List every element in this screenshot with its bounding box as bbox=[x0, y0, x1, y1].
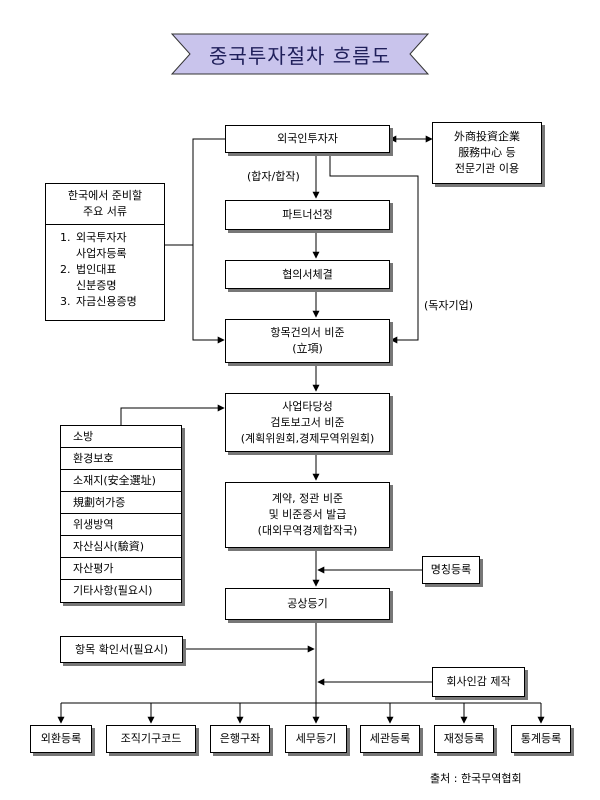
node-partner-selection: 파트너선정 bbox=[225, 200, 390, 230]
permit-item: 소재지(安全選址) bbox=[61, 470, 181, 492]
source-credit: 출처 : 한국무역협회 bbox=[430, 772, 522, 785]
permit-item: 환경보호 bbox=[61, 448, 181, 470]
permit-item: 規劃허가증 bbox=[61, 492, 181, 514]
permits-list: 소방 환경보호 소재지(安全選址) 規劃허가증 위생방역 자산심사(驗資) 자산… bbox=[60, 425, 182, 603]
final-step-org-code: 조직기구코드 bbox=[106, 725, 196, 753]
node-company-seal: 회사인감 제작 bbox=[432, 667, 525, 697]
label-joint-venture: (합자/합작) bbox=[247, 170, 300, 183]
document-number: 2. bbox=[60, 263, 71, 276]
page-title: 중국투자절차 흐름도 bbox=[209, 43, 391, 68]
final-step-foreign-exchange: 외환등록 bbox=[30, 725, 92, 753]
final-step-customs-registration: 세관등록 bbox=[360, 725, 420, 753]
documents-header: 한국에서 준비할 주요 서류 bbox=[45, 183, 165, 225]
node-feasibility-approval: 사업타당성 검토보고서 비준 (계획위원회,경제무역위원회) bbox=[225, 393, 390, 452]
title-banner: 중국투자절차 흐름도 bbox=[0, 0, 600, 100]
node-business-registration: 공상등기 bbox=[225, 588, 390, 620]
document-item: 1. 외국투자자 사업자등록 bbox=[60, 230, 164, 262]
document-text: 자금신용증명 bbox=[76, 295, 137, 308]
document-item: 2. 법인대표 신분증명 bbox=[60, 262, 164, 294]
node-name-registration: 명칭등록 bbox=[422, 556, 480, 584]
permit-item: 소방 bbox=[61, 426, 181, 448]
node-contract-approval: 계약, 정관 비준 및 비준증서 발급 (대외무역경제합작국) bbox=[225, 482, 390, 548]
document-item: 3. 자금신용증명 bbox=[60, 294, 164, 310]
node-agreement: 협의서체결 bbox=[225, 260, 390, 289]
document-text: 법인대표 신분증명 bbox=[76, 263, 117, 292]
node-service-center: 外商投資企業 服務中心 등 전문기관 이용 bbox=[432, 122, 542, 184]
document-number: 3. bbox=[60, 295, 71, 308]
document-text: 외국투자자 사업자등록 bbox=[76, 231, 127, 260]
node-project-approval: 항목건의서 비준 (立項) bbox=[225, 319, 390, 363]
permit-item: 자산심사(驗資) bbox=[61, 536, 181, 558]
permit-item: 자산평가 bbox=[61, 558, 181, 580]
final-step-tax-registration: 세무등기 bbox=[285, 725, 347, 753]
permit-item: 기타사항(필요시) bbox=[73, 584, 153, 597]
permit-item: 위생방역 bbox=[61, 514, 181, 536]
label-sole-enterprise: (독자기업) bbox=[424, 299, 474, 312]
title-ribbon bbox=[170, 33, 430, 75]
documents-list: 1. 외국투자자 사업자등록 2. 법인대표 신분증명 3. 자금신용증명 bbox=[45, 225, 165, 321]
document-number: 1. bbox=[60, 231, 71, 244]
node-project-confirmation: 항목 확인서(필요시) bbox=[60, 636, 183, 663]
final-step-finance-registration: 재정등록 bbox=[434, 725, 494, 753]
final-step-bank-account: 은행구좌 bbox=[210, 725, 270, 753]
final-step-statistics-registration: 통계등록 bbox=[511, 725, 571, 753]
node-foreign-investor: 외국인투자자 bbox=[225, 125, 390, 153]
